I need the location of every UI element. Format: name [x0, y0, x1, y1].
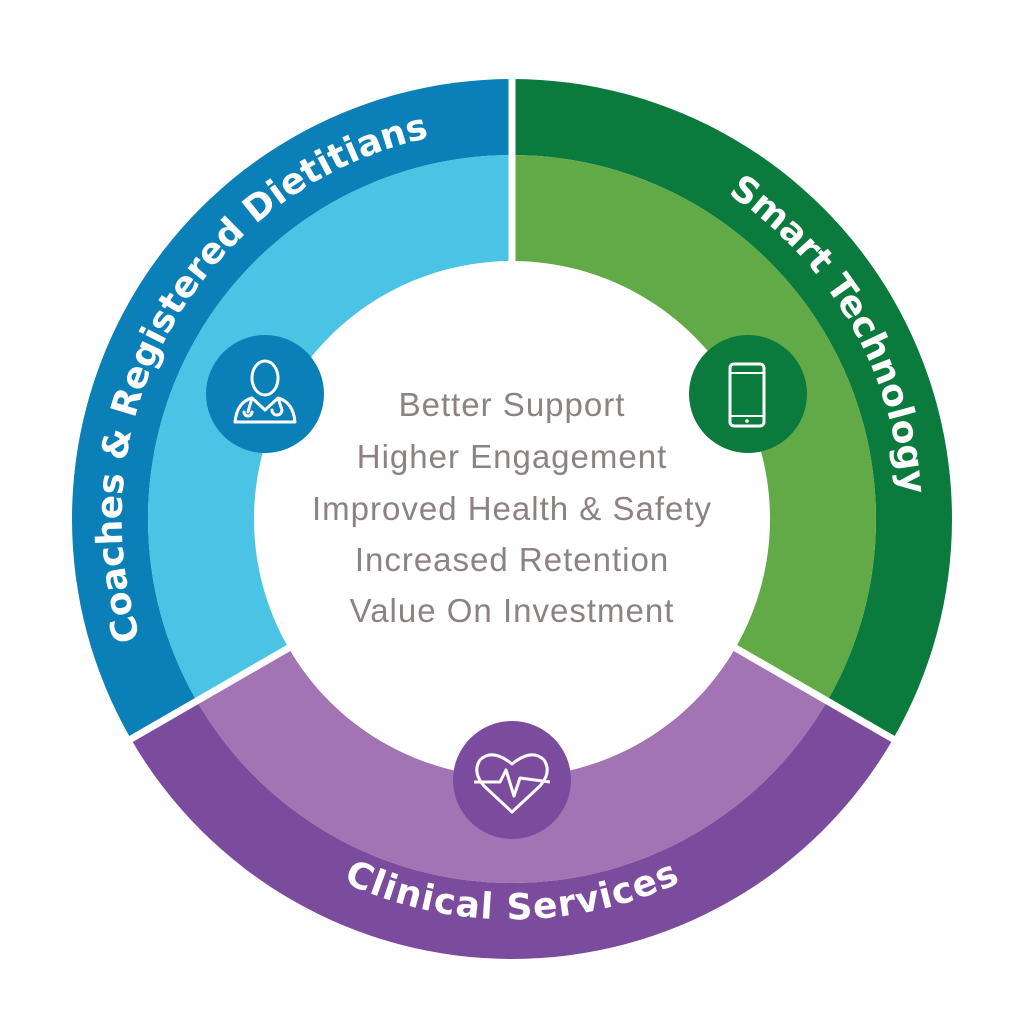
center-benefits-list: Better Support Higher Engagement Improve… — [312, 386, 712, 629]
sector-coaches-inner — [148, 155, 512, 701]
benefit-line: Higher Engagement — [357, 438, 668, 475]
doctor-icon — [206, 335, 324, 453]
sector-divider — [125, 643, 293, 745]
smartphone-icon — [689, 335, 807, 453]
sector-clinical-services-outer — [130, 701, 894, 959]
sector-smart-technology-outer — [512, 79, 952, 739]
sector-divider — [731, 643, 899, 745]
benefit-line: Better Support — [399, 386, 626, 423]
ring-sectors — [71, 75, 952, 959]
sector-clinical-services-inner — [196, 648, 828, 883]
benefit-line: Improved Health & Safety — [312, 490, 712, 527]
sector-coaches-outer — [71, 79, 512, 739]
benefit-line: Value On Investment — [350, 592, 675, 629]
benefit-line: Increased Retention — [355, 541, 669, 578]
heart-pulse-icon — [453, 721, 571, 839]
sector-smart-technology-inner — [512, 155, 876, 701]
